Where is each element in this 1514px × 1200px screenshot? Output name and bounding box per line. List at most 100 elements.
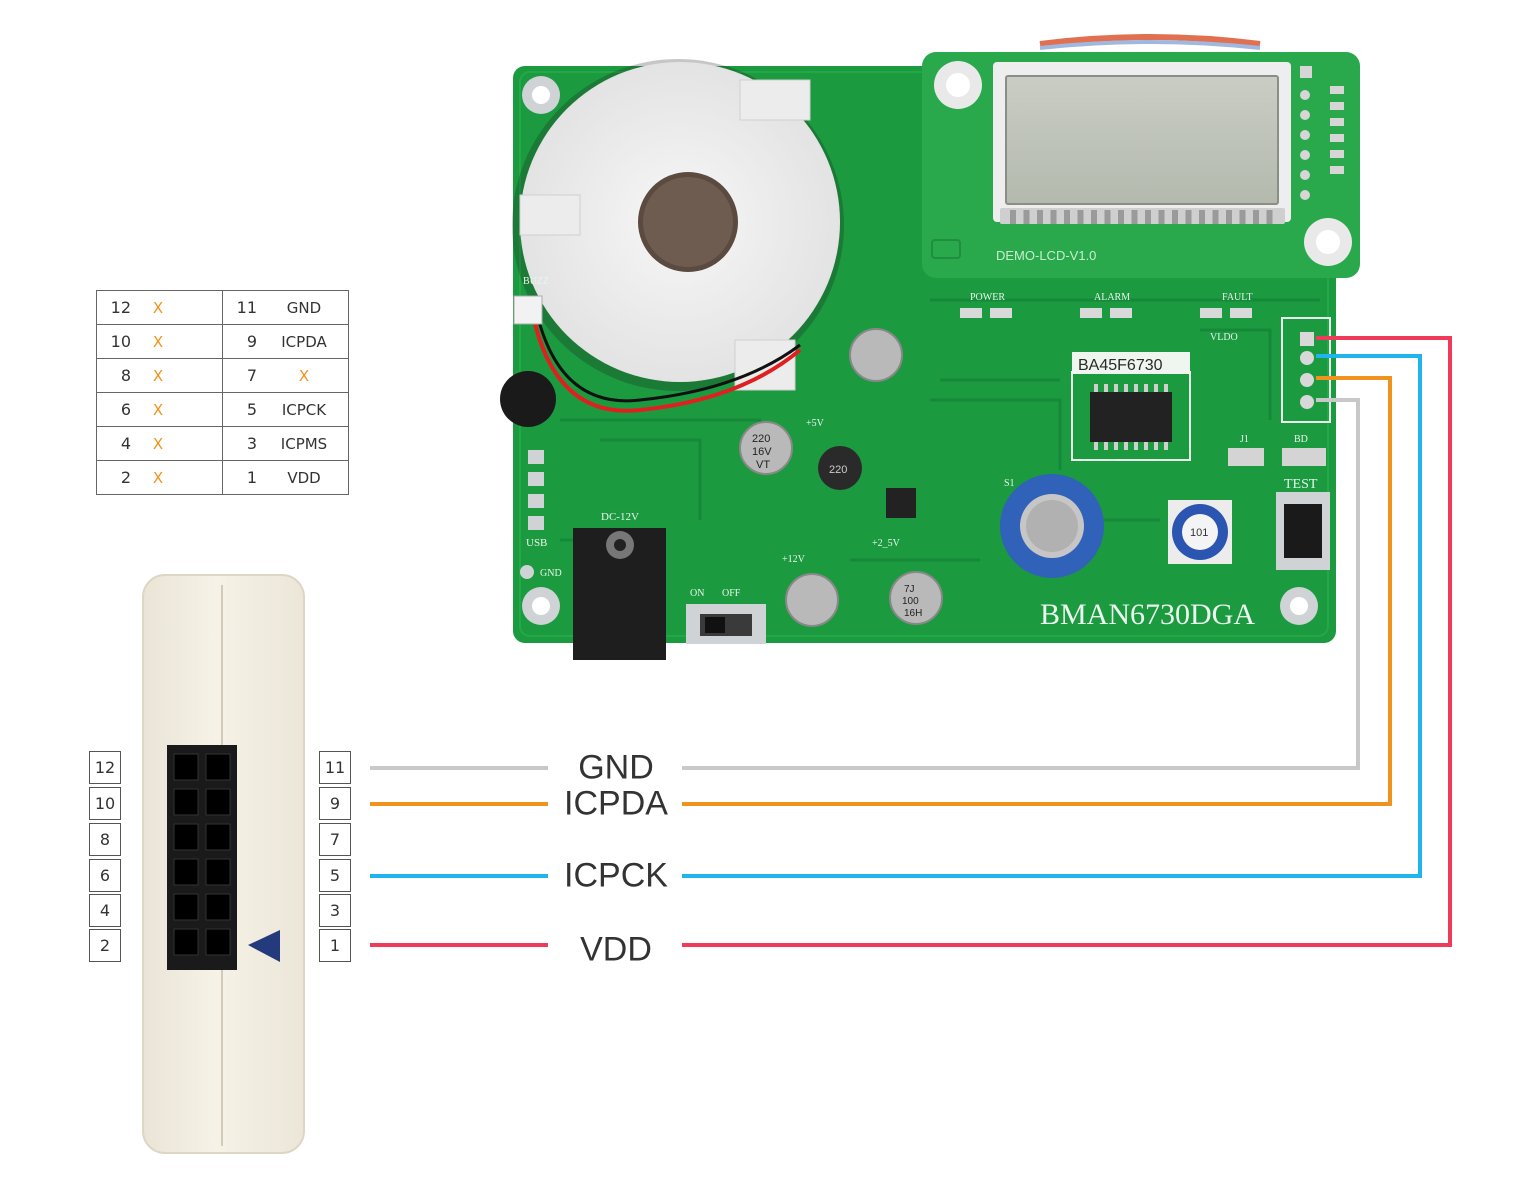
vldo-label: VLDO (1210, 332, 1238, 343)
lcd-pin (1091, 210, 1097, 224)
plus12v-label: +12V (782, 554, 806, 565)
wires (370, 336, 1452, 947)
header-pin-number: 9 (319, 787, 351, 820)
pin-signal: ICPCK (281, 400, 327, 419)
leds (960, 308, 1252, 318)
pinout-cell-right: 11 GND (222, 290, 349, 325)
lcd-pin (1037, 210, 1043, 224)
programmer-device (142, 574, 305, 1154)
connector-pins (173, 753, 231, 956)
lcd-pin (1253, 210, 1259, 224)
lcd-pin (1145, 210, 1151, 224)
gas-sensor (1000, 474, 1104, 578)
wire-label-vdd: VDD (580, 930, 652, 969)
capacitors: 220 16V VT 7J 100 16H (739, 328, 943, 627)
pin-signal: X (152, 298, 164, 317)
lcd-pin (1050, 210, 1057, 224)
pin-number: 5 (246, 400, 257, 419)
lcd-pin (1185, 210, 1192, 224)
usb-pads: USB (526, 450, 547, 549)
alarm-label: ALARM (1094, 292, 1130, 303)
pinout-cell-right: 1 VDD (222, 460, 349, 495)
pin-signal: X (152, 434, 164, 453)
pin-number: 8 (120, 366, 131, 385)
j1-label: J1 (1240, 434, 1249, 445)
fault-label: FAULT (1222, 292, 1253, 303)
lcd-board-label: DEMO-LCD-V1.0 (996, 248, 1096, 263)
on-label: ON (690, 588, 704, 599)
lcd-pin (1131, 210, 1138, 224)
slide-switch: ON OFF (686, 588, 766, 644)
pin-number: 1 (246, 468, 257, 487)
usb-label: USB (526, 537, 547, 549)
pin-number: 6 (120, 400, 131, 419)
lcd-pin (1172, 210, 1178, 224)
lcd-board: DEMO-LCD-V1.0 (922, 34, 1360, 278)
cap1-line3: VT (756, 459, 770, 471)
header-pin-number: 12 (89, 751, 121, 784)
inductor-220 (818, 446, 862, 490)
plus5v-label: +5V (806, 418, 825, 429)
lcd-pin (1199, 210, 1205, 224)
pot-label: 101 (1190, 527, 1208, 539)
wire-label-icpda: ICPDA (564, 784, 668, 823)
lcd-pin (1077, 210, 1084, 224)
wire-label-gnd: GND (578, 748, 654, 787)
pin1-triangle-icon (248, 930, 280, 962)
pinout-cell-right: 3 ICPMS (222, 426, 349, 461)
cap2-line2: 100 (902, 596, 919, 607)
cap2-line1: 7J (904, 584, 915, 595)
black-inductor (500, 371, 556, 427)
pinout-cell-left: 10 X (96, 324, 223, 359)
pin-signal: X (152, 468, 164, 487)
header-pin-number: 8 (89, 823, 121, 856)
cap1-line1: 220 (752, 433, 770, 445)
header-pin-number: 7 (319, 823, 351, 856)
mounting-holes (520, 76, 1318, 625)
pin-number: 3 (246, 434, 257, 453)
gnd-label: GND (540, 568, 562, 579)
lcd-pin (1064, 210, 1070, 224)
header-pin-number: 3 (319, 894, 351, 927)
header-pin-number: 1 (319, 929, 351, 962)
pin-number: 11 (236, 298, 257, 317)
potentiometer: 101 (1168, 500, 1232, 564)
wire-vdd (370, 336, 1452, 947)
pin-number: 10 (110, 332, 131, 351)
lcd-pin (1010, 210, 1016, 224)
pin-signal: VDD (287, 468, 321, 487)
board-icp-header (1281, 317, 1331, 423)
j1-bd-headers (1228, 448, 1326, 466)
pin-signal: ICPMS (280, 434, 328, 453)
pin-signal: GND (286, 298, 322, 317)
lcd-pin (1104, 210, 1111, 224)
board-name: BMAN6730DGA (1040, 598, 1255, 631)
buzz-label: BUZZ (523, 276, 549, 287)
s1-label: S1 (1004, 478, 1015, 489)
chip-label: BA45F6730 (1078, 357, 1163, 374)
test-button: TEST (1276, 477, 1330, 570)
dc-jack: DC-12V (573, 511, 666, 660)
pin-signal: X (152, 400, 164, 419)
bd-label: BD (1294, 434, 1308, 445)
buzzer: BUZZ (512, 59, 844, 391)
pcb-traces (560, 298, 1320, 562)
lcd-pins (1010, 210, 1273, 224)
lcd-pin (1118, 210, 1124, 224)
mcu-chip: BA45F6730 (1071, 352, 1191, 461)
pin-signal: X (152, 332, 164, 351)
